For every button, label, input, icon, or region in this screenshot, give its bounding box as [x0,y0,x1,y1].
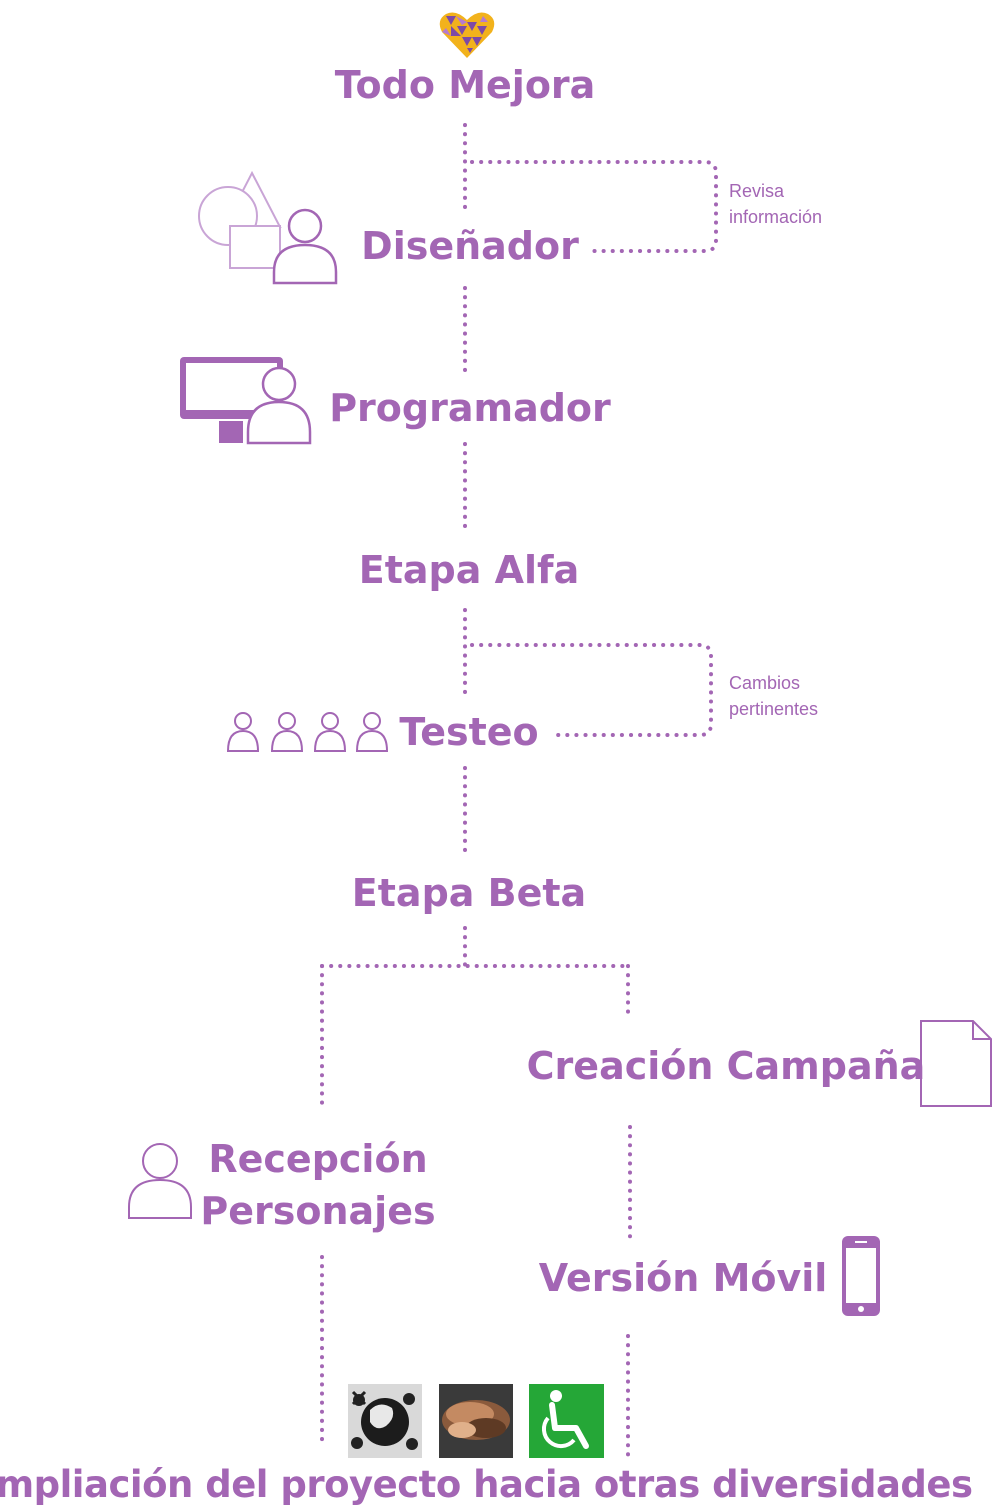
loop-connector [470,160,718,253]
shapes-person-icon [198,170,282,269]
wheelchair-icon [529,1384,604,1458]
loop-label-revisa-line1: Revisa [729,181,785,201]
document-icon [920,1020,992,1107]
node-testeo: Testeo [399,710,539,754]
node-creacion-campana: Creación Campaña [526,1044,926,1088]
loop-label-cambios-line2: pertinentes [729,699,819,719]
node-version-movil: Versión Móvil [538,1256,828,1300]
computer-person-icon [180,357,312,445]
loop-connector [470,643,713,737]
node-programador: Programador [329,386,611,430]
mobile-phone-icon [842,1236,880,1316]
heart-logo [439,12,495,58]
person-outline [272,208,338,285]
hands-together-icon [439,1384,513,1458]
node-todo-mejora: Todo Mejora [334,63,596,107]
node-recepcion-line1: Recepción [208,1137,428,1181]
group-icon [226,712,389,752]
node-etapa-alfa: Etapa Alfa [358,548,580,592]
loop-label-cambios-line1: Cambios [729,673,801,693]
node-disenador: Diseñador [361,224,579,268]
node-recepcion-line2: Personajes [200,1189,436,1233]
node-etapa-beta: Etapa Beta [351,871,587,915]
node-ampliacion: Ampliación del proyecto hacia otras dive… [0,1463,973,1506]
loop-label-revisa-line2: información [729,207,823,227]
person-icon [128,1143,192,1219]
religions-globe-icon [348,1384,422,1458]
